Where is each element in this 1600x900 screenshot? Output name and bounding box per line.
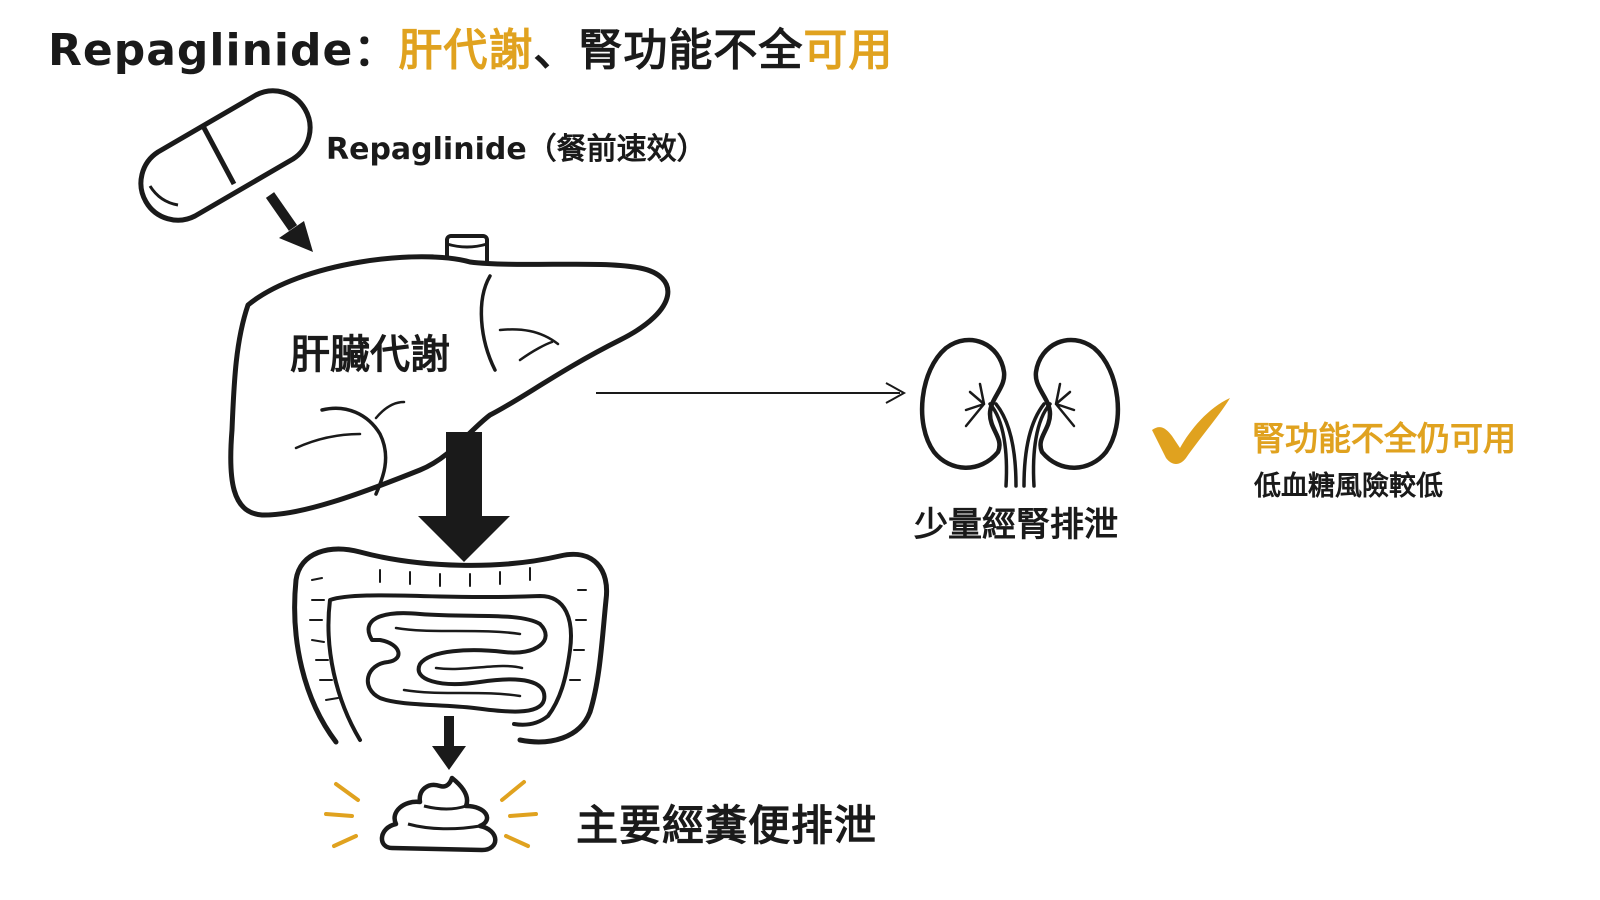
intestine-icon bbox=[292, 546, 610, 745]
page-title: Repaglinide：肝代謝、腎功能不全可用 bbox=[48, 14, 893, 78]
arrow-capsule-to-liver bbox=[265, 192, 313, 252]
kidney-label: 少量經腎排泄 bbox=[914, 505, 1118, 545]
title-colon: ： bbox=[353, 25, 399, 76]
arrow-liver-to-intestine bbox=[418, 432, 510, 562]
stool-icon bbox=[379, 775, 498, 853]
title-highlight-liver: 肝代謝 bbox=[398, 25, 534, 76]
kidney-icon bbox=[919, 337, 1121, 488]
capsule-icon bbox=[138, 88, 313, 223]
title-drug: Repaglinide bbox=[48, 25, 354, 76]
arrow-liver-to-kidney bbox=[596, 382, 907, 404]
liver-icon bbox=[228, 234, 671, 518]
renal-note-main: 腎功能不全仍可用 bbox=[1252, 419, 1516, 458]
feces-label: 主要經糞便排泄 bbox=[576, 801, 878, 850]
stool-rays bbox=[324, 780, 538, 848]
title-middle: 、腎功能不全 bbox=[533, 25, 804, 76]
renal-note-sub: 低血糖風險較低 bbox=[1254, 471, 1443, 502]
arrow-intestine-to-stool bbox=[432, 716, 466, 770]
title-highlight-usable: 可用 bbox=[803, 25, 894, 76]
drug-label: Repaglinide（餐前速效） bbox=[326, 132, 707, 167]
checkmark-icon bbox=[1152, 398, 1230, 464]
liver-label: 肝臟代謝 bbox=[290, 332, 450, 378]
